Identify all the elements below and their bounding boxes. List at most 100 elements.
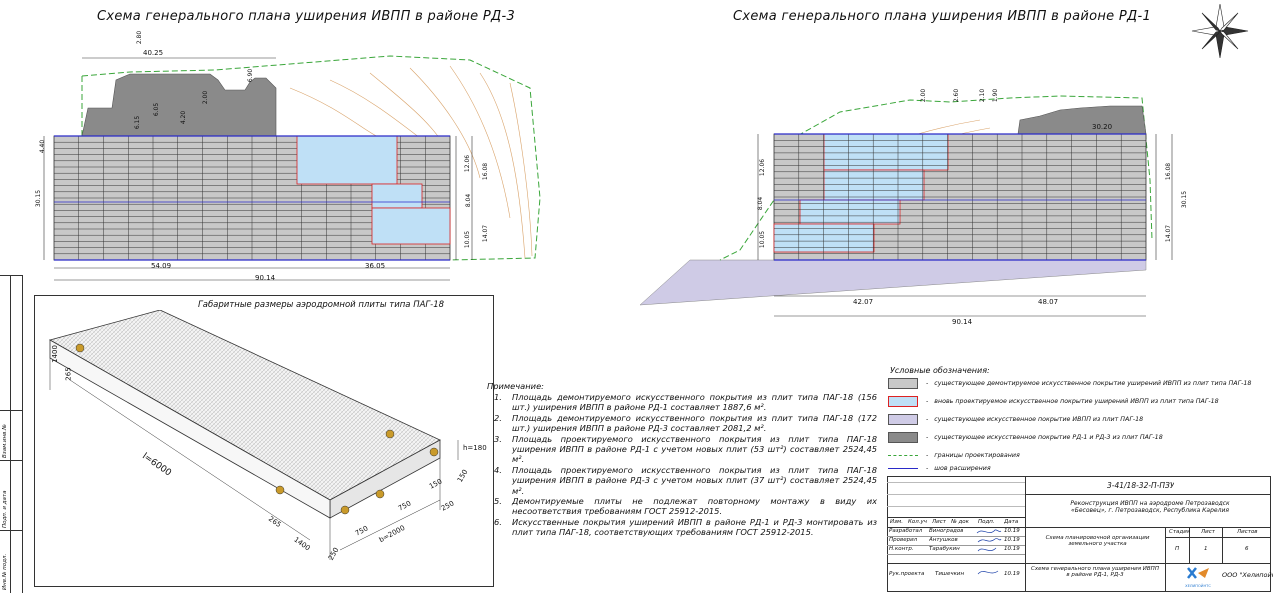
left-dim-top: 40.25 <box>143 49 164 57</box>
sidebar-label: Инв.№ подл. <box>2 553 8 590</box>
note-item: 6.Искусственные покрытия уширений ИВПП в… <box>494 516 877 538</box>
note-item: 4.Площадь проектируемого искусственного … <box>494 464 877 496</box>
tb-project: Реконструкция ИВПП на аэродроме Петрозав… <box>1070 500 1230 514</box>
sidebar-label: Подп. и дата <box>2 490 8 528</box>
right-slab-grid <box>774 134 1146 260</box>
tb-role: Н.контр. <box>889 546 914 552</box>
right-plan-drawing <box>640 95 1173 317</box>
tb-header-date: Дата <box>1004 519 1019 525</box>
left-dim-bottom-b: 36.05 <box>365 262 386 270</box>
left-dim-d5: 6.15 <box>134 115 142 130</box>
tb-company: ООО "Хелипойнтс" <box>1222 571 1273 579</box>
legend-item-runway: -существующее искусственное покрытие ИВП… <box>888 412 1143 426</box>
notes-list: 1.Площадь демонтируемого искусственного … <box>494 392 877 538</box>
tb-list-value: 1 <box>1204 546 1208 552</box>
note-item: 1.Площадь демонтируемого искусственного … <box>494 392 877 413</box>
left-slab-grid <box>54 136 450 260</box>
legend-line-blue <box>888 467 918 469</box>
existing-runway <box>640 259 1147 306</box>
title-block <box>887 476 1271 592</box>
left-dim-right-d: 10.05 <box>464 230 472 249</box>
tb-stage-value: П <box>1175 546 1180 552</box>
left-dim-right-b: 16.08 <box>482 162 490 181</box>
right-dim-d1: 2.00 <box>920 88 928 103</box>
left-dim-right-e: 14.07 <box>482 224 490 243</box>
legend-item-joint: -шов расширения <box>888 461 991 475</box>
right-dim-right-a: 16.08 <box>1165 162 1173 181</box>
tb-date: 10.19 <box>1004 571 1020 577</box>
company-logo: ХЕЛИПОЙНТС <box>1178 565 1218 591</box>
tb-name: Виноградов <box>929 528 964 534</box>
tb-stage-header: Стадия <box>1169 529 1191 535</box>
tb-header-izm: Изм. <box>890 519 903 525</box>
legend-swatch <box>888 413 918 425</box>
left-dim-d1: 2.80 <box>136 30 144 45</box>
left-dim-d6: 4.20 <box>180 110 188 125</box>
existing-taxiway-rd1 <box>1017 105 1147 135</box>
tb-lists-value: 6 <box>1245 546 1249 552</box>
left-dim-left-b: 30.15 <box>35 189 43 208</box>
design-boundary <box>81 55 541 261</box>
sidebar-label: Взам.инв.№ <box>2 424 8 458</box>
slab-box <box>34 295 494 587</box>
right-dim-right-b: 30.15 <box>1181 190 1189 209</box>
legend-swatch <box>888 395 918 407</box>
right-dim-bottom-b: 48.07 <box>1038 298 1059 306</box>
tb-name: Антушков <box>929 537 958 543</box>
tb-list-header: Лист <box>1201 529 1215 535</box>
left-plan-drawing <box>43 55 541 281</box>
existing-taxiway-rd3 <box>81 73 277 137</box>
tb-date: 10.19 <box>1004 528 1020 534</box>
right-dim-left-b: 8.04 <box>757 196 765 211</box>
notes-heading: Примечание: <box>487 381 544 391</box>
left-dim-bottom-a: 54.09 <box>151 262 172 270</box>
legend-swatch <box>888 377 918 389</box>
tb-role: Разработал <box>889 528 923 534</box>
left-plan-title: Схема генерального плана уширения ИВПП в… <box>97 9 516 24</box>
legend-item-new: -вновь проектируемое искусственное покры… <box>888 394 1219 408</box>
left-dim-d2: 6.90 <box>247 68 255 83</box>
tb-date: 10.19 <box>1004 546 1020 552</box>
tb-header-kolich: Кол.уч <box>908 519 928 525</box>
tb-role: Рук.проекта <box>889 571 925 577</box>
right-dim-left-a: 12.06 <box>759 158 767 177</box>
right-dim-top: 30.20 <box>1092 123 1113 131</box>
legend-item-demolished: -существующее демонтируемое искусственно… <box>888 376 1251 390</box>
tb-lists-header: Листов <box>1237 529 1258 535</box>
left-dim-bottom-total: 90.14 <box>255 274 276 282</box>
tb-code: 3-41/18-32-П-ПЗУ <box>1107 481 1175 490</box>
tb-header-sign: Подп. <box>978 519 995 525</box>
tb-name: Тишечкин <box>935 571 965 577</box>
tb-header-list: Лист <box>932 519 946 525</box>
slab-drawing <box>48 310 459 560</box>
stamp-sidebar <box>0 275 23 593</box>
legend-item-boundary: -границы проектирования <box>888 448 1020 462</box>
tb-header-doc: № док <box>951 519 969 525</box>
right-dim-left-c: 10.05 <box>759 230 767 249</box>
tb-section: Схема планировочной организации земельно… <box>1045 535 1150 547</box>
slab-dim-h: h=180 <box>463 444 487 452</box>
right-dim-right-c: 14.07 <box>1165 224 1173 243</box>
left-dim-left-a: 4.40 <box>39 139 47 154</box>
logo-caption: ХЕЛИПОЙНТС <box>1185 584 1211 588</box>
slab-dim-a3: 265 <box>64 367 73 381</box>
left-dim-right-c: 8.04 <box>465 193 473 208</box>
tb-name: Тарабукин <box>929 546 960 552</box>
right-dim-bottom-total: 90.14 <box>952 318 973 326</box>
legend-swatch <box>888 431 918 443</box>
note-item: 5.Демонтируемые плиты не подлежат повтор… <box>494 496 877 517</box>
helipoints-logo-icon <box>1187 567 1209 579</box>
note-item: 3.Площадь проектируемого искусственного … <box>494 433 877 465</box>
right-dim-d2: 2.60 <box>953 88 961 103</box>
signature-marks <box>976 529 1002 575</box>
tb-role: Проверил <box>889 537 918 543</box>
tb-date: 10.19 <box>1004 537 1020 543</box>
legend-item-taxiway: -существующее искусственное покрытие РД-… <box>888 430 1163 444</box>
tb-sheet: Схема генерального плана уширения ИВПП в… <box>1031 566 1159 578</box>
slab-dim-a1: 1400 <box>50 345 59 363</box>
right-dim-bottom-a: 42.07 <box>853 298 874 306</box>
legend-heading: Условные обозначения: <box>890 366 990 375</box>
left-dim-d4: 2.00 <box>202 90 210 105</box>
legend-line-green <box>888 454 918 456</box>
left-dim-right-a: 12.06 <box>464 154 472 173</box>
